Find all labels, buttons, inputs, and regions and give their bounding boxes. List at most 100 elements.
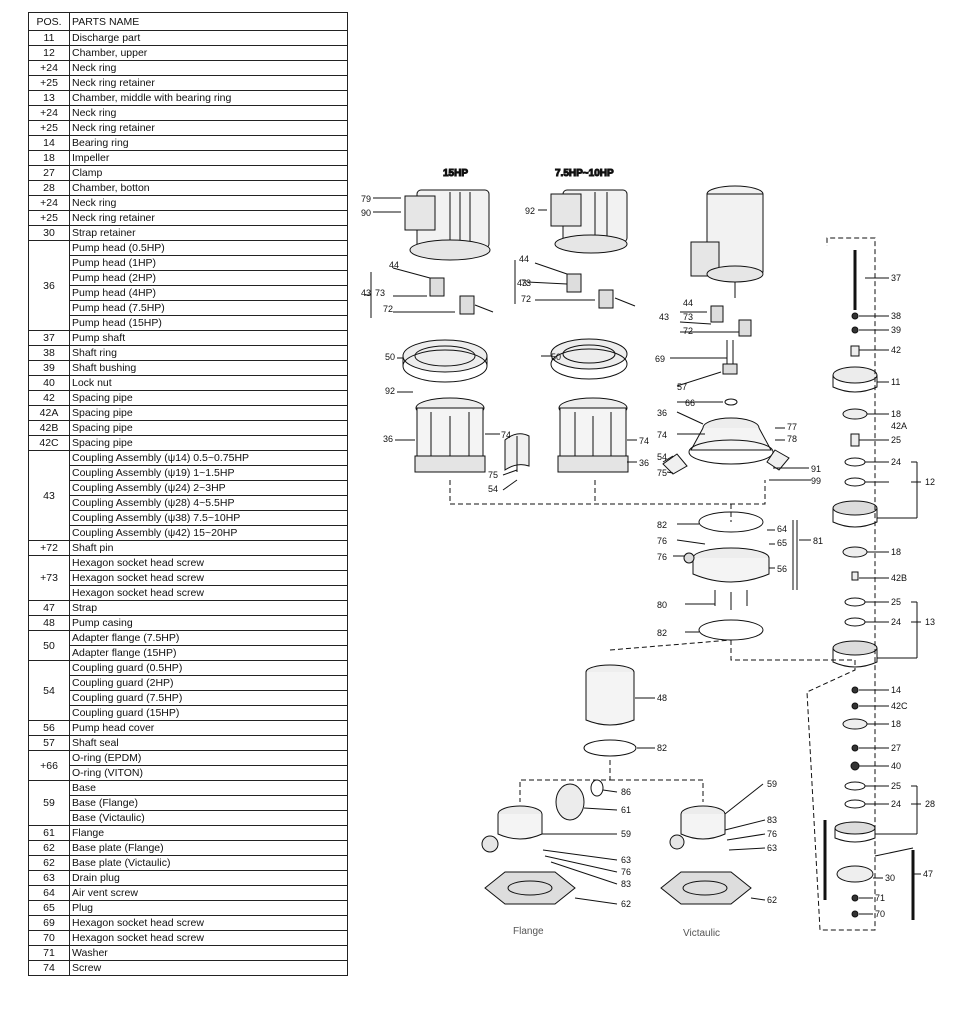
- table-row: Base (Flange): [29, 795, 348, 811]
- part-name-cell: Base plate (Flange): [69, 840, 348, 856]
- exploded-pump-diagram: 15HP: [361, 168, 935, 940]
- callout-label-center: 57: [677, 382, 687, 392]
- pos-header: POS.: [28, 12, 70, 31]
- callout-label-stack: 27: [891, 743, 901, 753]
- caption-flange: Flange: [513, 926, 544, 937]
- callout-label-hp75: 43: [517, 278, 527, 288]
- part-name-cell: Coupling Assembly (ψ24) 2~3HP: [69, 480, 348, 496]
- part-name-cell: Base (Flange): [69, 795, 348, 811]
- callout-label-stack: 42B: [891, 573, 907, 583]
- callout-label-hp75: 44: [519, 254, 529, 264]
- callout-label-stack: 14: [891, 685, 901, 695]
- assembly-center: [662, 185, 811, 641]
- callout-label-stack: 24: [891, 457, 901, 467]
- adapter-flange-15hp: [402, 339, 488, 383]
- callout-label-stack: 39: [891, 325, 901, 335]
- part-name-cell: Washer: [69, 945, 348, 961]
- callout-label-flange: 86: [621, 787, 631, 797]
- callout-label-center: 43: [659, 312, 669, 322]
- callout-label-center: 78: [787, 434, 797, 444]
- callout-label-hp75: 74: [639, 436, 649, 446]
- callout-label-hp75: 92: [525, 206, 535, 216]
- callout-label-flange: 61: [621, 805, 631, 815]
- callout-label-center: 77: [787, 422, 797, 432]
- callout-label-stack: 11: [891, 377, 900, 387]
- part-name-cell: Neck ring retainer: [69, 75, 348, 91]
- part-name-cell: Hexagon socket head screw: [69, 915, 348, 931]
- o-ring-66: [724, 398, 738, 406]
- pos-cell: 37: [28, 330, 70, 346]
- pos-cell: 42: [28, 390, 70, 406]
- part-name-cell: Coupling Assembly (ψ19) 1~1.5HP: [69, 465, 348, 481]
- part-name-cell: Pump head (0.5HP): [69, 240, 348, 256]
- callout-label-center: 54: [657, 452, 667, 462]
- part-name-cell: Adapter flange (15HP): [69, 645, 348, 661]
- callout-label-center: 36: [657, 408, 667, 418]
- pos-cell: +24: [28, 105, 70, 121]
- callout-label-hp75: 73: [521, 278, 531, 288]
- pos-cell: +25: [28, 120, 70, 136]
- callout-label-stack: 38: [891, 311, 901, 321]
- callout-label-stack: 13: [925, 617, 935, 627]
- table-row: Pump head (1HP): [29, 255, 348, 271]
- o-ring-82-lower: [698, 619, 764, 641]
- callout-label-center: 82: [657, 520, 667, 530]
- table-row: Hexagon socket head screw: [29, 570, 348, 586]
- table-row: Coupling guard (2HP): [29, 675, 348, 691]
- pos-cell: 42B: [28, 420, 70, 436]
- part-name-cell: Shaft ring: [69, 345, 348, 361]
- callout-label-hp75: 36: [639, 458, 649, 468]
- part-name-cell: Air vent screw: [69, 885, 348, 901]
- callout-label-center: 72: [683, 326, 693, 336]
- callout-label-center: 80: [657, 600, 667, 610]
- callout-label-hp15: 43: [361, 288, 371, 298]
- callout-label-center: 65: [777, 538, 787, 548]
- table-row: Pump head (7.5HP): [29, 300, 348, 316]
- pump-head-center: [688, 417, 774, 465]
- caption-victaulic: Victaulic: [683, 928, 720, 939]
- part-name-cell: Neck ring: [69, 60, 348, 76]
- pos-cell: 56: [28, 720, 70, 736]
- part-name-cell: Adapter flange (7.5HP): [69, 630, 348, 646]
- callout-label-center: 81: [813, 536, 823, 546]
- part-name-cell: Base: [69, 780, 348, 796]
- strap-retainer: [836, 865, 874, 883]
- part-name-cell: Drain plug: [69, 870, 348, 886]
- discharge-part: [832, 366, 878, 393]
- callout-label-center: 82: [657, 628, 667, 638]
- callout-label-center: 56: [777, 564, 787, 574]
- pos-cell: 43: [28, 450, 70, 541]
- callout-label-center: 99: [811, 476, 821, 486]
- part-name-cell: Chamber, upper: [69, 45, 348, 61]
- table-row: Pump head (15HP): [29, 315, 348, 331]
- table-row: Coupling Assembly (ψ42) 15~20HP: [29, 525, 348, 541]
- pos-cell: 69: [28, 915, 70, 931]
- part-name-cell: Coupling Assembly (ψ42) 15~20HP: [69, 525, 348, 541]
- pos-cell: +25: [28, 210, 70, 226]
- part-name-cell: Hexagon socket head screw: [69, 555, 348, 571]
